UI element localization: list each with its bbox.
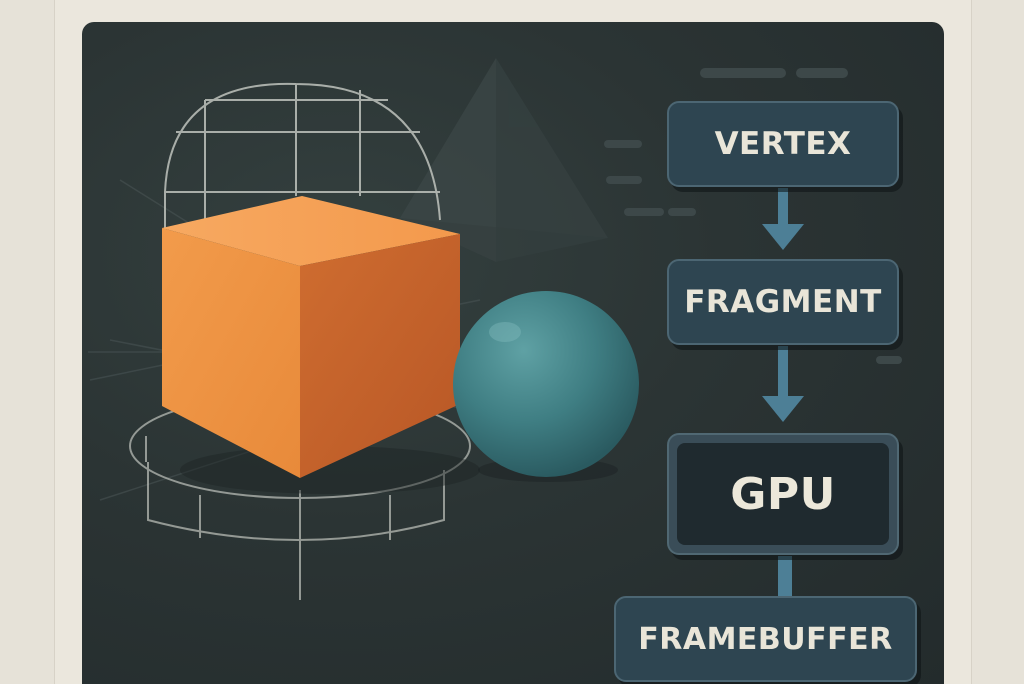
cube-shadow xyxy=(180,446,480,494)
connector-3 xyxy=(778,556,792,596)
stage-fragment: FRAGMENT xyxy=(667,259,899,345)
arrow-2-head xyxy=(762,396,804,422)
wireframe-dome xyxy=(164,82,441,232)
arrow-1-head xyxy=(762,224,804,250)
stage-framebuffer-label: FRAMEBUFFER xyxy=(638,621,893,657)
teal-sphere xyxy=(453,291,639,482)
stage-vertex-label: VERTEX xyxy=(714,126,852,162)
orange-cube xyxy=(162,196,460,478)
pipeline-arrows xyxy=(762,188,804,596)
cube-side-face xyxy=(300,234,460,478)
cube-top-face xyxy=(162,196,460,266)
stage-fragment-label: FRAGMENT xyxy=(684,284,882,320)
gpu-inner-panel: GPU xyxy=(677,443,889,545)
stage-framebuffer: FRAMEBUFFER xyxy=(614,596,917,682)
arrow-2-shaft xyxy=(778,346,788,396)
stage-gpu: GPU xyxy=(667,433,899,555)
stage-gpu-label: GPU xyxy=(730,468,836,520)
arrow-1-shaft xyxy=(778,188,788,224)
pyramid-silhouette xyxy=(400,58,608,262)
stage-vertex: VERTEX xyxy=(667,101,899,187)
cube-front-face xyxy=(162,228,300,478)
decorative-dashes xyxy=(604,68,902,364)
